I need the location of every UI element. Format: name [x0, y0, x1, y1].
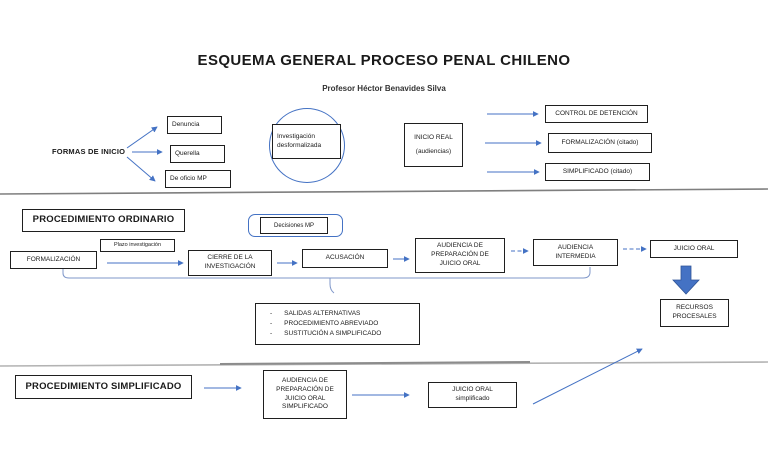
bullet: - — [270, 329, 273, 337]
list-item-label: PROCEDIMIENTO ABREVIADO — [284, 320, 379, 328]
bullet: - — [270, 320, 273, 328]
box-juicio-oral-simplificado: JUICIO ORAL simplificado — [428, 382, 517, 408]
box-denuncia: Denuncia — [167, 116, 222, 134]
box-decisiones-mp: Decisiones MP — [260, 217, 328, 234]
section-divider-top — [0, 188, 768, 195]
box-simplificado-citado: SIMPLIFICADO (citado) — [545, 163, 650, 181]
box-control-detencion: CONTROL DE DETENCIÓN — [545, 105, 648, 123]
formas-de-inicio-label: FORMAS DE INICIO — [52, 147, 126, 156]
list-item: - PROCEDIMIENTO ABREVIADO — [270, 319, 419, 329]
list-item: - SUSTITUCIÓN A SIMPLIFICADO — [270, 329, 419, 339]
box-cierre-investigacion: CIERRE DE LA INVESTIGACIÓN — [188, 250, 272, 276]
arrow-inicio-oficio — [126, 156, 156, 182]
box-audiencia-intermedia: AUDIENCIA INTERMEDIA — [533, 239, 618, 266]
page-title: ESQUEMA GENERAL PROCESO PENAL CHILENO — [197, 52, 571, 69]
section-procedimiento-simplificado: PROCEDIMIENTO SIMPLIFICADO — [15, 375, 192, 399]
list-item-label: SUSTITUCIÓN A SIMPLIFICADO — [284, 329, 382, 337]
box-audiencia-preparacion-simplificado: AUDIENCIA DE PREPARACIÓN DE JUICIO ORAL … — [263, 370, 347, 419]
box-audiencia-preparacion: AUDIENCIA DE PREPARACIÓN DE JUICIO ORAL — [415, 238, 505, 273]
box-formalizacion-citado: FORMALIZACIÓN (citado) — [548, 133, 652, 153]
box-inicio-real: INICIO REAL (audiencias) — [404, 123, 463, 167]
box-formalizacion: FORMALIZACIÓN — [10, 251, 97, 269]
box-juicio-oral: JUICIO ORAL — [650, 240, 738, 258]
connector-salidas-pointer — [329, 278, 335, 294]
box-de-oficio-mp: De oficio MP — [165, 170, 231, 188]
box-recursos-procesales: RECURSOS PROCESALES — [660, 299, 729, 327]
box-salidas-alternativas: - SALIDAS ALTERNATIVAS - PROCEDIMIENTO A… — [255, 303, 420, 345]
box-querella: Querella — [170, 145, 225, 163]
bullet: - — [270, 310, 273, 318]
section-divider-bottom-segment — [219, 361, 531, 365]
section-divider-bottom — [0, 361, 768, 367]
investigacion-circle — [269, 108, 345, 183]
arrow-juiciosimp-recursos — [532, 348, 643, 405]
connector-bracket-salidas — [62, 267, 591, 279]
box-acusacion: ACUSACIÓN — [302, 249, 388, 268]
list-item: - SALIDAS ALTERNATIVAS — [270, 309, 419, 319]
box-investigacion-desformalizada: Investigación desformalizada — [272, 124, 341, 159]
arrow-inicio-denuncia — [126, 126, 158, 149]
page-subtitle: Profesor Héctor Benavides Silva — [322, 84, 446, 93]
thick-down-arrow-icon — [672, 265, 700, 295]
box-plazo-investigacion: Plazo investigación — [100, 239, 175, 252]
section-procedimiento-ordinario: PROCEDIMIENTO ORDINARIO — [22, 209, 185, 232]
list-item-label: SALIDAS ALTERNATIVAS — [284, 310, 361, 318]
